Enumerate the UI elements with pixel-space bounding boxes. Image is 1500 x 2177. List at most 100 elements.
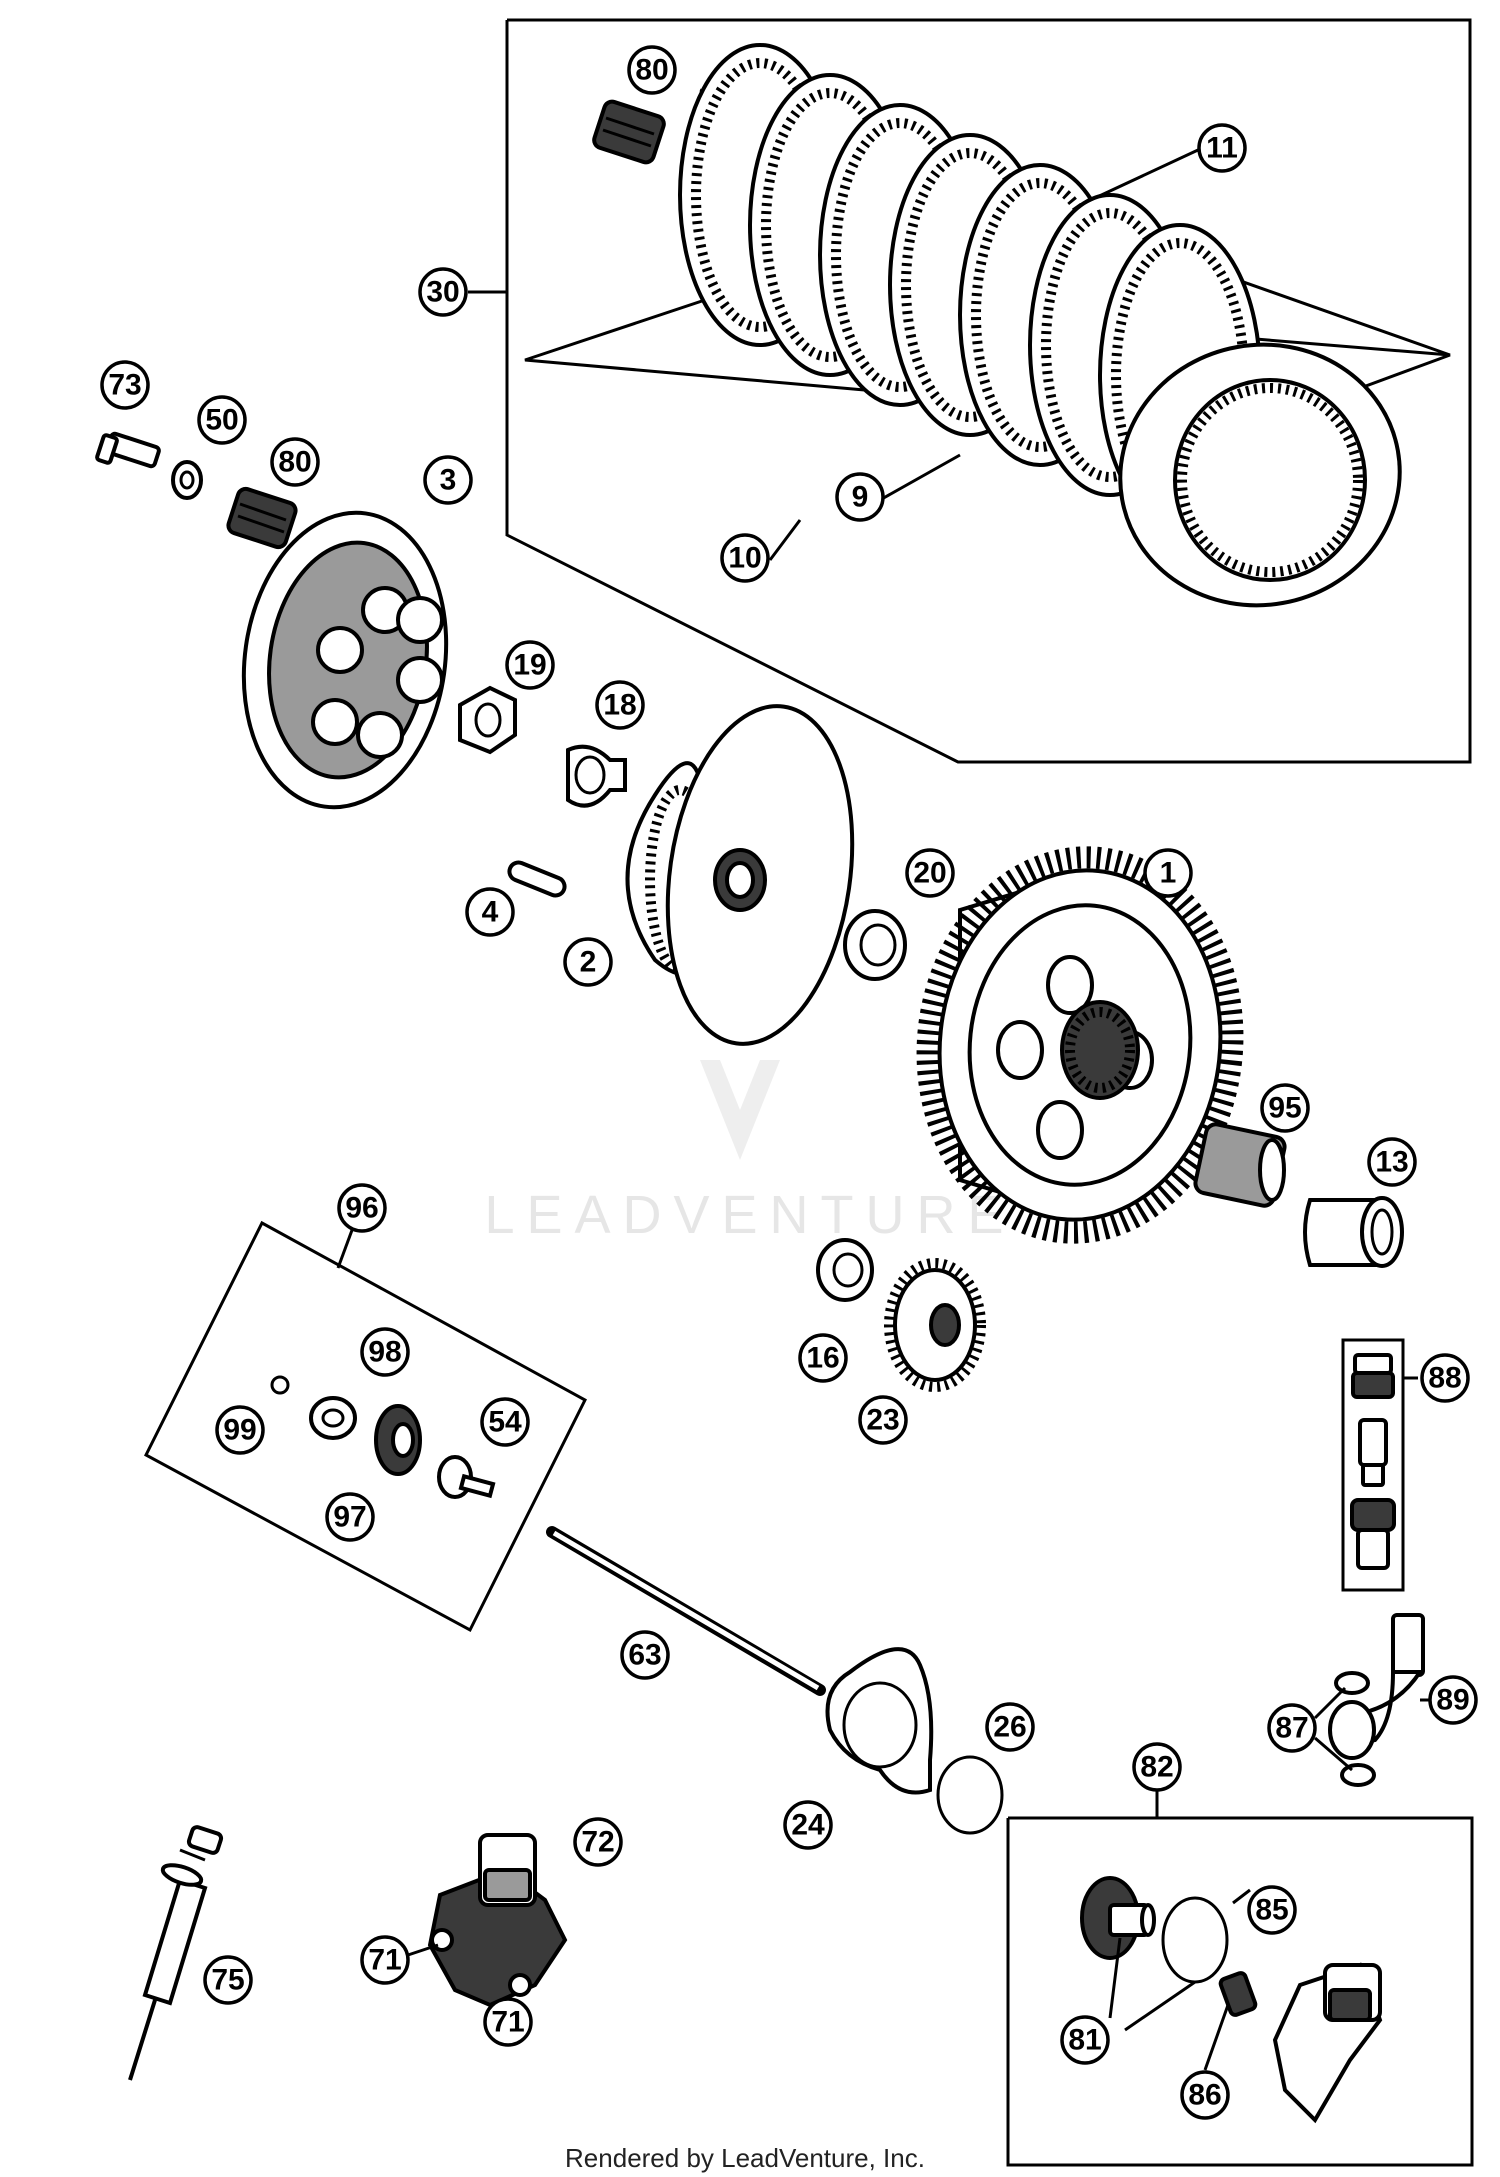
washer-50-hole [179, 470, 195, 490]
callout-3[interactable]: 3 [423, 455, 473, 505]
callout-4[interactable]: 4 [465, 887, 515, 937]
grease-tube-75 [128, 1825, 224, 2081]
callout-71-left[interactable]: 71 [360, 1935, 410, 1985]
svg-text:4: 4 [482, 896, 499, 929]
leader-9 [879, 453, 961, 502]
svg-text:3: 3 [440, 464, 457, 497]
callout-24[interactable]: 24 [783, 1800, 833, 1850]
svg-text:73: 73 [108, 369, 141, 402]
svg-text:13: 13 [1375, 1146, 1408, 1179]
callout-86[interactable]: 86 [1180, 2070, 1230, 2120]
svg-text:63: 63 [628, 1639, 661, 1672]
callout-20[interactable]: 20 [905, 848, 955, 898]
callout-80-top[interactable]: 80 [627, 45, 677, 95]
leader-87-a [1313, 1686, 1347, 1720]
callout-89[interactable]: 89 [1428, 1675, 1478, 1725]
fitting-bottom [1350, 1498, 1396, 1570]
svg-text:96: 96 [345, 1192, 378, 1225]
clutch-plates-stack [678, 43, 1402, 608]
callout-10[interactable]: 10 [720, 533, 770, 583]
callout-2[interactable]: 2 [563, 937, 613, 987]
leader-81-a [1108, 1937, 1122, 2019]
svg-text:98: 98 [368, 1336, 401, 1369]
callout-98[interactable]: 98 [360, 1327, 410, 1377]
kit-88-outline [1341, 1338, 1405, 1592]
callout-87[interactable]: 87 [1267, 1703, 1317, 1753]
watermark-text: LEADVENTURE [484, 1185, 1015, 1245]
callout-54[interactable]: 54 [480, 1397, 530, 1447]
svg-text:85: 85 [1255, 1894, 1288, 1927]
callout-1[interactable]: 1 [1143, 848, 1193, 898]
svg-text:88: 88 [1428, 1362, 1461, 1395]
svg-text:89: 89 [1436, 1684, 1469, 1717]
slave-cylinder-kit-82 [1006, 1790, 1474, 2167]
shaft-54 [437, 1455, 496, 1499]
o-ring-85 [1161, 1896, 1229, 1984]
spring-86 [1218, 1971, 1258, 2017]
callout-96[interactable]: 96 [337, 1183, 387, 1233]
callout-13[interactable]: 13 [1367, 1137, 1417, 1187]
svg-text:20: 20 [913, 857, 946, 890]
washer-98 [309, 1396, 357, 1440]
svg-text:2: 2 [580, 946, 597, 979]
svg-text:72: 72 [581, 1826, 614, 1859]
callout-97[interactable]: 97 [325, 1492, 375, 1542]
svg-text:95: 95 [1268, 1092, 1301, 1125]
fitting-middle [1358, 1418, 1388, 1487]
leader-71-left [407, 1943, 439, 1957]
svg-text:16: 16 [806, 1342, 839, 1375]
washer-50 [171, 460, 203, 500]
callout-11[interactable]: 11 [1197, 123, 1247, 173]
callout-71-bottom[interactable]: 71 [483, 1997, 533, 2047]
lock-washer-18 [566, 744, 627, 808]
callout-85[interactable]: 85 [1247, 1885, 1297, 1935]
washer-87-bottom [1340, 1763, 1376, 1787]
callout-73[interactable]: 73 [100, 360, 150, 410]
callout-88[interactable]: 88 [1420, 1353, 1470, 1403]
leader-81-b [1124, 1980, 1196, 2032]
callout-30[interactable]: 30 [418, 267, 468, 317]
svg-text:97: 97 [333, 1501, 366, 1534]
callout-26[interactable]: 26 [985, 1702, 1035, 1752]
leader-86 [1203, 2004, 1230, 2071]
thrust-washer-20 [843, 909, 907, 981]
washer-87-top [1334, 1671, 1370, 1695]
pin-4 [507, 860, 567, 898]
slave-cylinder-72 [427, 1833, 568, 2008]
callout-19[interactable]: 19 [505, 640, 555, 690]
svg-text:26: 26 [993, 1711, 1026, 1744]
callout-23[interactable]: 23 [858, 1395, 908, 1445]
svg-text:24: 24 [791, 1809, 825, 1842]
svg-text:9: 9 [852, 481, 869, 514]
callout-80-left[interactable]: 80 [270, 437, 320, 487]
callout-81[interactable]: 81 [1060, 2015, 1110, 2065]
svg-text:30: 30 [426, 276, 459, 309]
callout-9[interactable]: 9 [835, 472, 885, 522]
svg-text:99: 99 [223, 1414, 256, 1447]
svg-text:11: 11 [1206, 132, 1238, 165]
callout-82[interactable]: 82 [1132, 1742, 1182, 1792]
svg-text:82: 82 [1140, 1751, 1173, 1784]
callout-63[interactable]: 63 [620, 1630, 670, 1680]
clutch-disc-kit-group [468, 18, 1472, 764]
callout-75[interactable]: 75 [203, 1955, 253, 2005]
pressure-plate-3 [241, 510, 449, 810]
svg-text:1: 1 [1160, 857, 1177, 890]
outer-clutch-basket-1 [916, 846, 1244, 1244]
svg-text:86: 86 [1188, 2079, 1221, 2112]
svg-text:23: 23 [866, 1404, 899, 1437]
callouts: 80 11 30 9 10 73 50 80 3 19 18 4 2 20 1 … [100, 45, 1478, 2120]
leader-10 [768, 519, 802, 561]
callout-16[interactable]: 16 [798, 1333, 848, 1383]
callout-95[interactable]: 95 [1260, 1083, 1310, 1133]
nut-19 [458, 685, 517, 755]
svg-text:87: 87 [1275, 1712, 1308, 1745]
svg-text:71: 71 [491, 2006, 524, 2039]
leader-85 [1232, 1888, 1251, 1905]
callout-99[interactable]: 99 [215, 1405, 265, 1455]
bearing-97 [374, 1404, 422, 1476]
callout-72[interactable]: 72 [573, 1817, 623, 1867]
callout-18[interactable]: 18 [595, 680, 645, 730]
primary-gear-23 [884, 1258, 986, 1392]
callout-50[interactable]: 50 [197, 395, 247, 445]
